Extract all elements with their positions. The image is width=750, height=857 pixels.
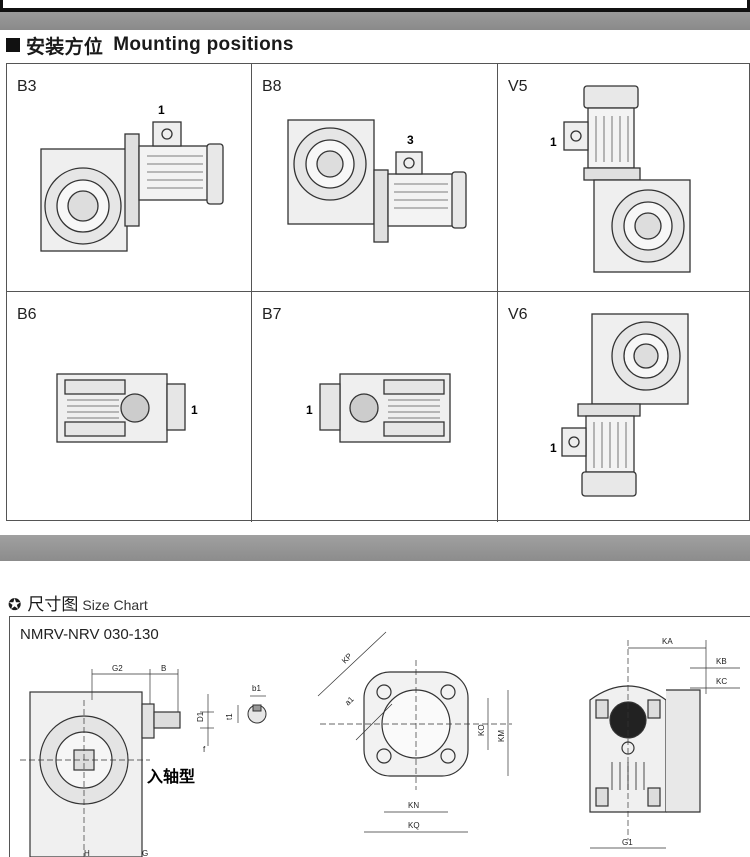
dim-kb: KB — [716, 657, 727, 666]
dim-kc: KC — [716, 677, 727, 686]
square-bullet-icon — [6, 38, 20, 52]
mounting-cell-b6: B6 1 — [7, 292, 252, 522]
position-marker: 1 — [306, 403, 313, 417]
b7-gearmotor-drawing: 1 — [306, 373, 451, 443]
size-chart-title-cn: 尺寸图 — [27, 595, 79, 614]
keyway-detail — [237, 695, 267, 724]
position-marker: 1 — [550, 135, 557, 149]
position-label: V5 — [508, 78, 528, 95]
mounting-section-title: 安装方位 Mounting positions — [6, 33, 294, 58]
mounting-cell-v5: V5 1 — [498, 64, 750, 292]
dim-ka: KA — [662, 637, 673, 646]
v5-gearmotor-drawing: 1 — [550, 85, 691, 273]
dim-g1: G1 — [622, 838, 633, 847]
dim-b1: b1 — [252, 684, 261, 693]
header-band — [0, 12, 750, 30]
b8-gearmotor-drawing: 3 — [287, 119, 467, 243]
position-marker: 1 — [158, 103, 165, 117]
dim-b: B — [161, 664, 166, 673]
star-bullet-icon: ✪ — [8, 597, 22, 614]
mounting-cell-b8: B8 3 — [252, 64, 498, 292]
dim-kp: KP — [340, 652, 354, 666]
dim-ko: KO — [477, 724, 486, 736]
b3-gearmotor-drawing: 1 — [40, 103, 224, 252]
dim-h: H — [84, 849, 90, 857]
mounting-cell-v6: V6 1 — [498, 292, 750, 522]
position-label: B3 — [17, 78, 37, 95]
v6-gearmotor-drawing: 1 — [550, 313, 689, 497]
top-frame — [0, 0, 750, 12]
divider-band — [0, 535, 750, 561]
dim-t1: t1 — [225, 713, 234, 720]
mounting-title-cn: 安装方位 — [26, 36, 104, 58]
mounting-cell-b7: B7 1 — [252, 292, 498, 522]
dim-f: f — [203, 745, 206, 754]
dim-a1: a1 — [343, 694, 356, 707]
model-range-label: NMRV-NRV 030-130 — [20, 626, 159, 643]
input-shaft-label: 入轴型 — [147, 769, 196, 786]
flange-view-drawing — [320, 660, 512, 790]
dim-km: KM — [497, 730, 506, 742]
position-marker: 1 — [550, 441, 557, 455]
position-marker: 1 — [191, 403, 198, 417]
size-chart-title-en: Size Chart — [82, 597, 148, 613]
position-label: B7 — [262, 306, 282, 323]
dim-kn: KN — [408, 801, 419, 810]
dim-d1: D1 — [196, 711, 205, 722]
position-label: B6 — [17, 306, 37, 323]
mounting-grid: B3 1 B8 — [6, 63, 750, 522]
mounting-cell-b3: B3 1 — [7, 64, 252, 292]
size-chart-title: ✪ 尺寸图 Size Chart — [8, 590, 148, 615]
side-view-drawing — [20, 691, 181, 857]
dim-kq: KQ — [408, 821, 420, 830]
position-label: B8 — [262, 78, 282, 95]
front-view-drawing — [589, 640, 701, 840]
b6-gearmotor-drawing: 1 — [56, 373, 198, 443]
dim-g2: G2 — [112, 664, 123, 673]
position-label: V6 — [508, 306, 528, 323]
position-marker: 3 — [407, 133, 414, 147]
dim-g: G — [142, 849, 148, 857]
size-drawing-frame — [9, 616, 750, 857]
mounting-title-en: Mounting positions — [113, 34, 294, 55]
